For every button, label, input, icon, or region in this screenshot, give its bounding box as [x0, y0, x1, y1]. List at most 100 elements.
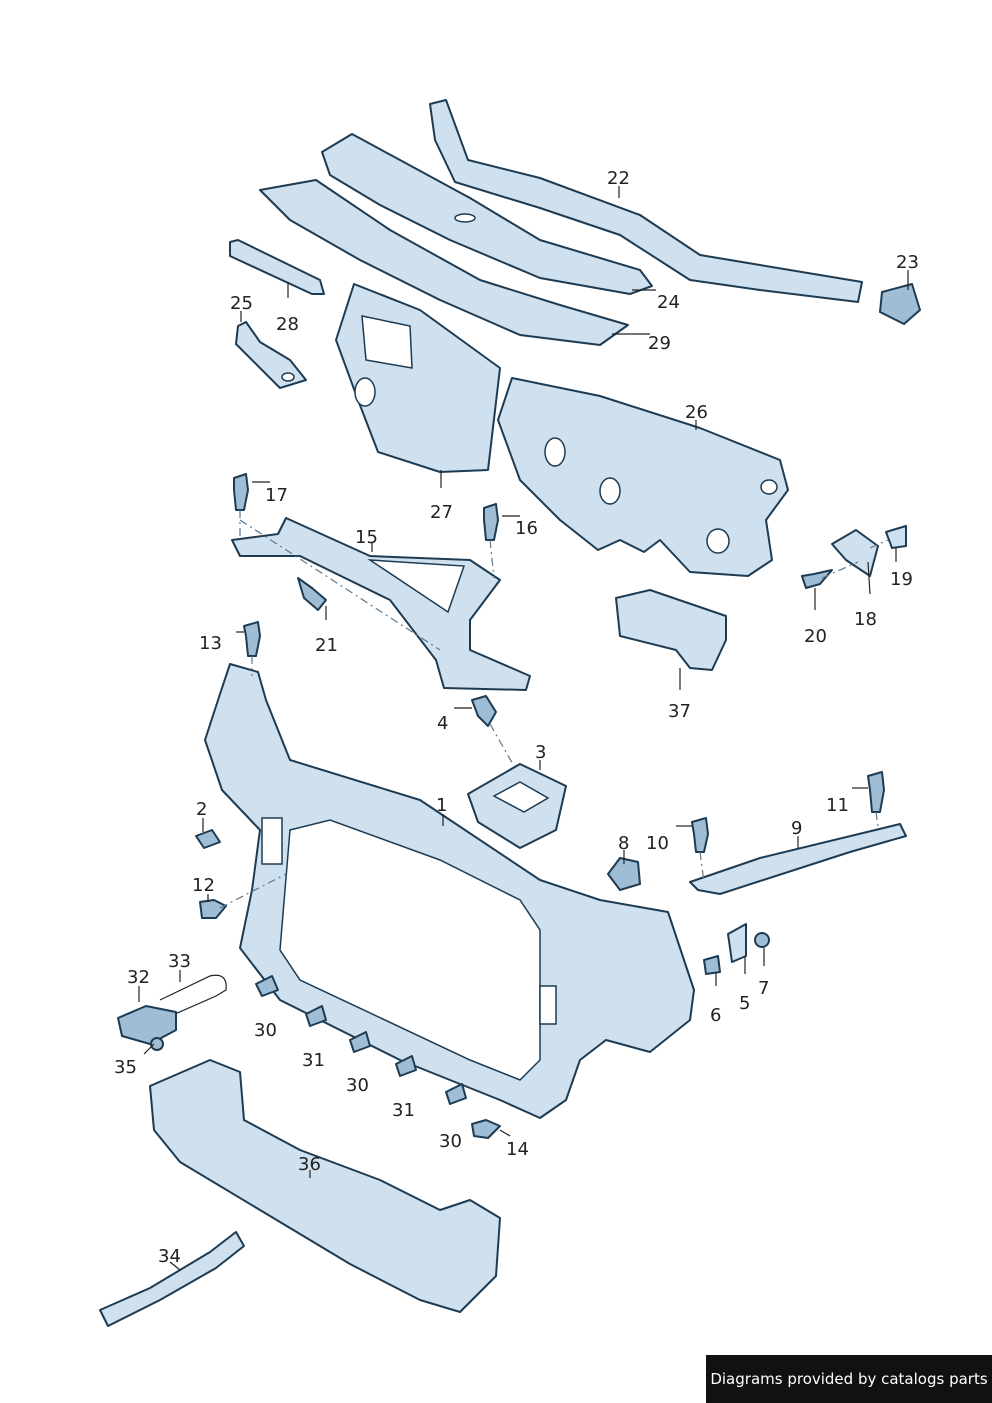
part-30-clip-b[interactable] [349, 1031, 371, 1053]
callout-11[interactable]: 11 [826, 795, 849, 816]
part-12-bolt[interactable] [199, 899, 227, 919]
part-1-slot-right [539, 985, 557, 1025]
callout-3[interactable]: 3 [535, 742, 546, 763]
callout-18[interactable]: 18 [854, 609, 877, 630]
callout-28[interactable]: 28 [276, 314, 299, 335]
part-15-brace[interactable] [231, 517, 531, 691]
part-13-bolt[interactable] [243, 621, 261, 657]
callout-33[interactable]: 33 [168, 951, 191, 972]
part-2-clip[interactable] [195, 829, 221, 849]
callout-15[interactable]: 15 [355, 527, 378, 548]
callout-17[interactable]: 17 [265, 485, 288, 506]
part-26-hole-b [599, 477, 621, 505]
callout-37[interactable]: 37 [668, 701, 691, 722]
part-21-bolt[interactable] [297, 577, 327, 611]
part-26-hole-a [544, 437, 566, 467]
callout-6[interactable]: 6 [710, 1005, 721, 1026]
part-26-hole-c [706, 528, 730, 554]
part-26-insulation[interactable] [497, 377, 789, 577]
part-25-hole [281, 372, 295, 382]
callout-1[interactable]: 1 [436, 795, 447, 816]
part-27-cutout [361, 315, 413, 369]
callout-4[interactable]: 4 [437, 713, 448, 734]
part-22-reinforcement[interactable] [429, 99, 863, 303]
part-34-tow-eye[interactable] [99, 1231, 245, 1327]
part-1-slot-left [261, 817, 283, 865]
leader-lines [138, 186, 909, 1271]
part-29-cowl-lower[interactable] [259, 179, 629, 346]
part-16-bolt[interactable] [483, 503, 499, 541]
callout-34[interactable]: 34 [158, 1246, 181, 1267]
callout-30c[interactable]: 30 [439, 1131, 462, 1152]
assembly-line-a [239, 510, 441, 651]
credit-badge: Diagrams provided by catalogs parts [706, 1355, 992, 1403]
assembly-line-e [219, 873, 287, 909]
callout-5[interactable]: 5 [739, 993, 750, 1014]
callout-24[interactable]: 24 [657, 292, 680, 313]
part-6-clip[interactable] [703, 955, 721, 975]
part-25-bracket[interactable] [235, 321, 307, 389]
bolt-group [199, 473, 885, 1139]
part-28-seal-strip[interactable] [229, 239, 325, 295]
part-4-bolt[interactable] [471, 695, 497, 727]
callout-23[interactable]: 23 [896, 252, 919, 273]
part-17-bolt[interactable] [233, 473, 249, 511]
part-31-clip-a[interactable] [305, 1005, 327, 1027]
callout-20[interactable]: 20 [804, 626, 827, 647]
callout-31a[interactable]: 31 [302, 1050, 325, 1071]
assembly-line-g [821, 539, 889, 579]
part-19-grommet[interactable] [885, 525, 907, 549]
part-35-nut[interactable] [150, 1037, 164, 1051]
callout-30b[interactable]: 30 [346, 1075, 369, 1096]
part-1-opening [279, 819, 541, 1081]
assembly-line-d [489, 723, 515, 767]
part-5-bracket[interactable] [727, 923, 747, 963]
part-30-clip-c[interactable] [445, 1083, 467, 1105]
part-14-bolt[interactable] [471, 1119, 501, 1139]
part-20-bolt[interactable] [801, 569, 833, 589]
part-37-housing[interactable] [615, 589, 727, 671]
part-27-hole [354, 377, 376, 407]
part-18-bracket[interactable] [831, 529, 879, 577]
callout-31b[interactable]: 31 [392, 1100, 415, 1121]
part-3-opening [492, 781, 550, 813]
part-7-nut[interactable] [754, 932, 770, 948]
callout-8[interactable]: 8 [618, 833, 629, 854]
callout-26[interactable]: 26 [685, 402, 708, 423]
part-36-bumper-beam[interactable] [149, 1059, 501, 1313]
part-8-mount[interactable] [607, 857, 641, 891]
part-10-bolt[interactable] [691, 817, 709, 853]
part-9-strip[interactable] [689, 823, 907, 895]
callout-12[interactable]: 12 [192, 875, 215, 896]
callout-29[interactable]: 29 [648, 333, 671, 354]
callout-13[interactable]: 13 [199, 633, 222, 654]
callout-22[interactable]: 22 [607, 168, 630, 189]
part-11-bolt[interactable] [867, 771, 885, 813]
callout-32[interactable]: 32 [127, 967, 150, 988]
part-24-cowl-panel[interactable] [321, 133, 653, 295]
callout-labels: 22 23 24 29 25 28 26 27 17 16 15 19 18 2… [114, 168, 919, 1267]
callout-25[interactable]: 25 [230, 293, 253, 314]
part-23-clip[interactable] [879, 283, 921, 325]
callout-35[interactable]: 35 [114, 1057, 137, 1078]
callout-30a[interactable]: 30 [254, 1020, 277, 1041]
callout-9[interactable]: 9 [791, 818, 802, 839]
callout-27[interactable]: 27 [430, 502, 453, 523]
part-32-clamp[interactable] [117, 1005, 177, 1045]
part-26-hole-d [760, 479, 778, 495]
callout-19[interactable]: 19 [890, 569, 913, 590]
part-30-clip-a[interactable] [255, 975, 279, 997]
callout-2[interactable]: 2 [196, 799, 207, 820]
callout-21[interactable]: 21 [315, 635, 338, 656]
assembly-line-f [699, 811, 879, 883]
part-15-cutout [367, 559, 466, 614]
callout-14[interactable]: 14 [506, 1139, 529, 1160]
callout-10[interactable]: 10 [646, 833, 669, 854]
part-31-clip-b[interactable] [395, 1055, 417, 1077]
part-24-hole [454, 213, 476, 223]
callout-16[interactable]: 16 [515, 518, 538, 539]
callout-7[interactable]: 7 [758, 978, 769, 999]
part-33-u-bolt[interactable] [159, 974, 227, 1019]
callout-36[interactable]: 36 [298, 1154, 321, 1175]
